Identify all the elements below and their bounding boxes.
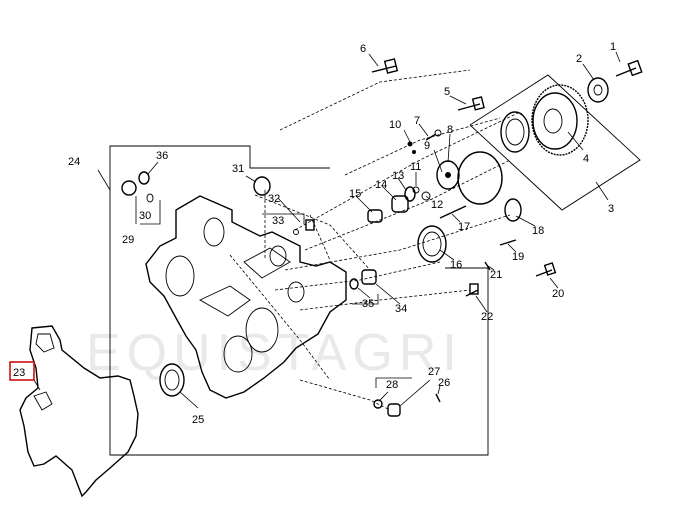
part-26-pin: [435, 393, 441, 403]
part-32-plug: [305, 219, 315, 231]
callout-12: 12: [431, 199, 443, 211]
part-14-sleeve: [391, 195, 409, 213]
callout-23-highlight: [9, 361, 35, 381]
callout-11: 11: [410, 161, 421, 173]
assembly-frame: [109, 145, 489, 456]
assembly-guide-lines: [229, 69, 521, 411]
gear-case-housing: [145, 195, 347, 399]
part-28-o-ring: [373, 399, 383, 409]
part-22-bolt: [465, 283, 479, 297]
callout-8: 8: [447, 124, 453, 136]
gear-group-bracket: [469, 74, 641, 211]
callout-26: 26: [438, 377, 450, 389]
callout-20: 20: [552, 288, 564, 300]
callout-10: 10: [389, 119, 401, 131]
callout-33: 33: [272, 215, 284, 227]
callout-22: 22: [481, 311, 493, 323]
callout-3: 3: [608, 203, 614, 215]
part-19-bolt: [499, 239, 517, 246]
part-4-large-gear: [531, 84, 589, 156]
callout-5: 5: [444, 86, 450, 98]
part-34-bushing: [361, 269, 377, 285]
callout-14: 14: [375, 179, 387, 191]
part-36-o-ring: [138, 171, 150, 185]
callout-18: 18: [532, 225, 544, 237]
part-25-seal: [159, 363, 185, 397]
callout-16: 16: [450, 259, 462, 271]
callout-15: 15: [349, 188, 361, 200]
callout-24: 24: [68, 156, 80, 168]
part-16-seal: [417, 225, 447, 263]
callout-34: 34: [395, 303, 407, 315]
callout-25: 25: [192, 414, 204, 426]
callout-32: 32: [268, 193, 280, 205]
part-1-bolt: [615, 59, 643, 77]
part-13-bushing: [404, 186, 416, 202]
part-21-pin: [484, 261, 491, 271]
part-12-washer: [421, 191, 431, 201]
callout-4: 4: [583, 153, 589, 165]
callout-27: 27: [428, 366, 440, 378]
part-gear-hub-ring: [500, 111, 530, 153]
part-10-pin: [407, 141, 416, 154]
callout-35: 35: [362, 298, 374, 310]
part-18-o-ring: [504, 198, 522, 222]
part-27-plug: [387, 403, 401, 417]
part-5-bolt: [457, 96, 485, 111]
part-15-nut: [367, 209, 383, 223]
part-31-cap: [253, 176, 271, 196]
part-7-pin: [425, 129, 442, 141]
callout-36: 36: [156, 150, 168, 162]
callout-30: 30: [139, 210, 151, 222]
part-6-bolt: [371, 58, 399, 74]
callout-6: 6: [360, 43, 366, 55]
leader-lines: [33, 51, 621, 409]
part-23-gasket: [19, 325, 139, 498]
callout-29: 29: [122, 234, 134, 246]
callout-19: 19: [512, 251, 524, 263]
part-30-o-ring: [146, 193, 154, 203]
callout-21: 21: [490, 269, 502, 281]
callout-7: 7: [414, 115, 420, 127]
callout-13: 13: [392, 170, 404, 182]
part-11-washer: [412, 186, 420, 194]
callout-labels: 1 2 3 4 5 6 7 8 9 10 11 12 13 14 15 16 1…: [13, 41, 616, 426]
callout-17: 17: [458, 221, 470, 233]
callout-31: 31: [232, 163, 244, 175]
part-8-o-ring: [457, 151, 503, 205]
callout-23: 23: [13, 367, 25, 379]
watermark: EQUISTAGRI: [86, 324, 463, 382]
part-35-o-ring: [349, 278, 359, 290]
part-20-bolt: [535, 262, 557, 277]
part-33-washer: [293, 229, 299, 235]
part-2-washer: [587, 77, 609, 103]
callout-9: 9: [424, 140, 430, 152]
part-9-disc: [436, 160, 460, 190]
part-17-pin: [439, 205, 467, 219]
callout-1: 1: [610, 41, 616, 53]
callout-2: 2: [576, 53, 582, 65]
part-29-plug: [121, 180, 137, 196]
callout-28: 28: [386, 379, 398, 391]
